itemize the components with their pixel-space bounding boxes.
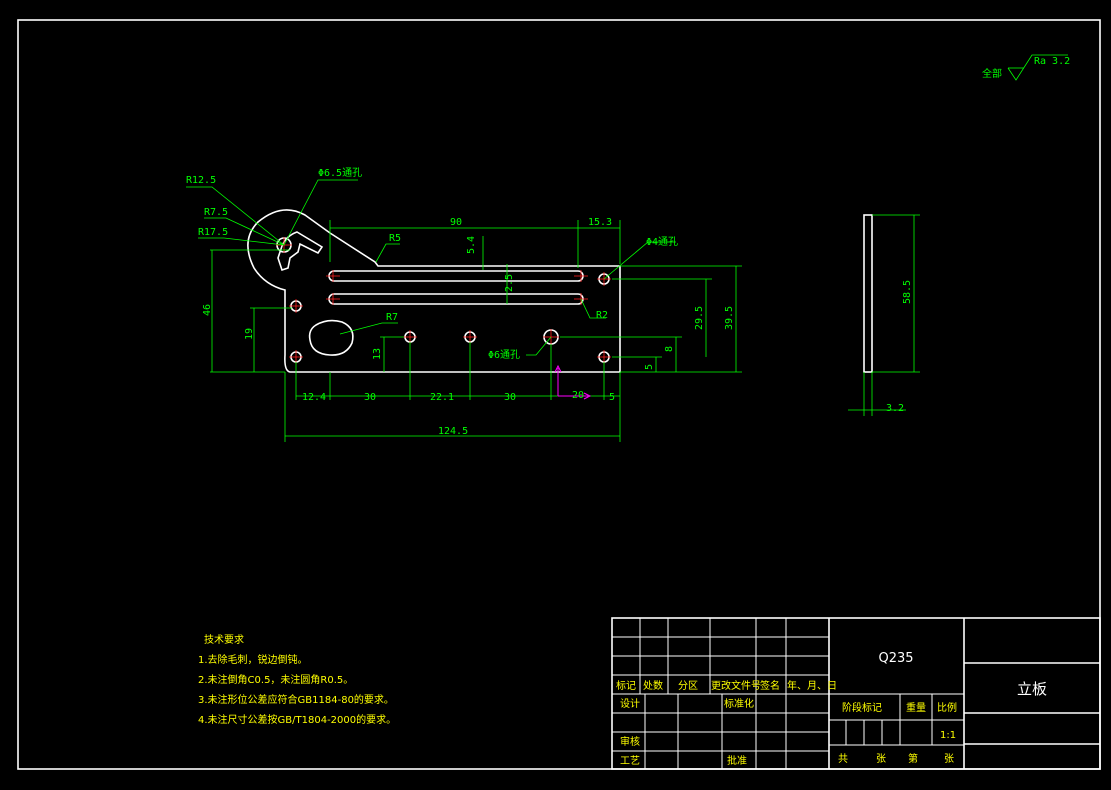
- dim-3-2: 3.2: [886, 403, 904, 414]
- roughness-symbol: 全部 Ra 3.2: [982, 54, 1070, 81]
- dim-22-1: 22.1: [430, 392, 454, 403]
- dim-15-3: 15.3: [588, 217, 612, 228]
- stage-mark-label: 阶段标记: [842, 701, 882, 714]
- upper-slot: [328, 270, 584, 282]
- front-view: R12.5 Φ6.5通孔 R7.5 R17.5 90 15.3 R5 5.4 2…: [186, 167, 742, 442]
- scale-value: 1:1: [940, 730, 956, 741]
- side-view: 58.5 3.2: [848, 214, 920, 416]
- ucs-icon: [554, 364, 592, 400]
- dim-39-5: 39.5: [724, 306, 735, 330]
- dim-r7: R7: [386, 312, 398, 323]
- header-mark: 标记: [616, 680, 636, 692]
- sheets-label-1: 张: [876, 753, 886, 765]
- dim-13: 13: [372, 348, 383, 360]
- dim-5-vertical: 5: [644, 364, 655, 370]
- roughness-value: Ra 3.2: [1034, 56, 1070, 67]
- dimension-lines: [186, 179, 742, 442]
- dim-90: 90: [450, 217, 462, 228]
- drawing-frame: [17, 19, 1101, 770]
- title-block: Q235 立板 标记 处数 分区 更改文件号 签名 年、月、日 设计 标准化 审…: [611, 617, 1101, 770]
- header-zone: 分区: [678, 680, 698, 692]
- scale-label: 比例: [937, 701, 957, 714]
- dim-19: 19: [244, 328, 255, 340]
- dim-r5: R5: [389, 233, 401, 244]
- header-count: 处数: [643, 679, 663, 692]
- tech-title: 技术要求: [204, 633, 244, 646]
- dim-r7-5: R7.5: [204, 207, 228, 218]
- dim-5-4: 5.4: [466, 236, 477, 254]
- dim-30-a: 30: [364, 392, 376, 403]
- tech-item-1: 1.去除毛刺，锐边倒钝。: [198, 653, 308, 666]
- sheets-label-2: 张: [944, 753, 954, 765]
- dim-hole-4: Φ4通孔: [646, 236, 678, 248]
- tech-requirements: 技术要求 1.去除毛刺，锐边倒钝。 2.未注倒角C0.5，未注圆角R0.5。 3…: [198, 633, 396, 726]
- oval-cutout: [308, 319, 354, 356]
- approve-label: 批准: [727, 754, 747, 767]
- tech-item-2: 2.未注倒角C0.5，未注圆角R0.5。: [198, 673, 353, 686]
- roughness-prefix: 全部: [982, 67, 1002, 80]
- dim-46: 46: [202, 304, 213, 316]
- dim-2-5: 2.5: [504, 274, 515, 292]
- dim-r17-5: R17.5: [198, 227, 228, 238]
- dim-30-b: 30: [504, 392, 516, 403]
- dim-8: 8: [664, 346, 675, 352]
- header-change-doc: 更改文件号: [711, 679, 761, 692]
- review-label: 审核: [620, 735, 640, 748]
- total-label: 共: [838, 753, 848, 765]
- dim-hole-6: Φ6通孔: [488, 349, 520, 361]
- tech-item-3: 3.未注形位公差应符合GB1184-80的要求。: [198, 693, 394, 706]
- lower-slot: [328, 293, 584, 305]
- header-date: 年、月、日: [787, 679, 837, 692]
- material-text: Q235: [878, 651, 913, 666]
- dim-124-5: 124.5: [438, 426, 468, 437]
- tech-item-4: 4.未注尺寸公差按GB/T1804-2000的要求。: [198, 713, 396, 726]
- dim-r12-5: R12.5: [186, 175, 216, 186]
- center-marks: [276, 237, 611, 364]
- dim-hole-6-5: Φ6.5通孔: [318, 167, 362, 179]
- dim-r2: R2: [596, 310, 608, 321]
- part-outline: [247, 209, 621, 373]
- hook-slot: [277, 231, 324, 272]
- page-label: 第: [908, 752, 918, 765]
- dim-12-4: 12.4: [302, 392, 326, 403]
- dim-20: 20: [572, 390, 584, 401]
- standard-label: 标准化: [724, 697, 754, 710]
- weight-label: 重量: [906, 701, 926, 714]
- design-label: 设计: [620, 697, 640, 710]
- dim-29-5: 29.5: [694, 306, 705, 330]
- side-plate: [863, 214, 873, 373]
- dim-5-horizontal: 5: [609, 392, 615, 403]
- header-sign: 签名: [760, 679, 780, 692]
- process-label: 工艺: [620, 755, 640, 767]
- dim-58-5: 58.5: [902, 280, 913, 304]
- part-name-text: 立板: [1017, 680, 1047, 698]
